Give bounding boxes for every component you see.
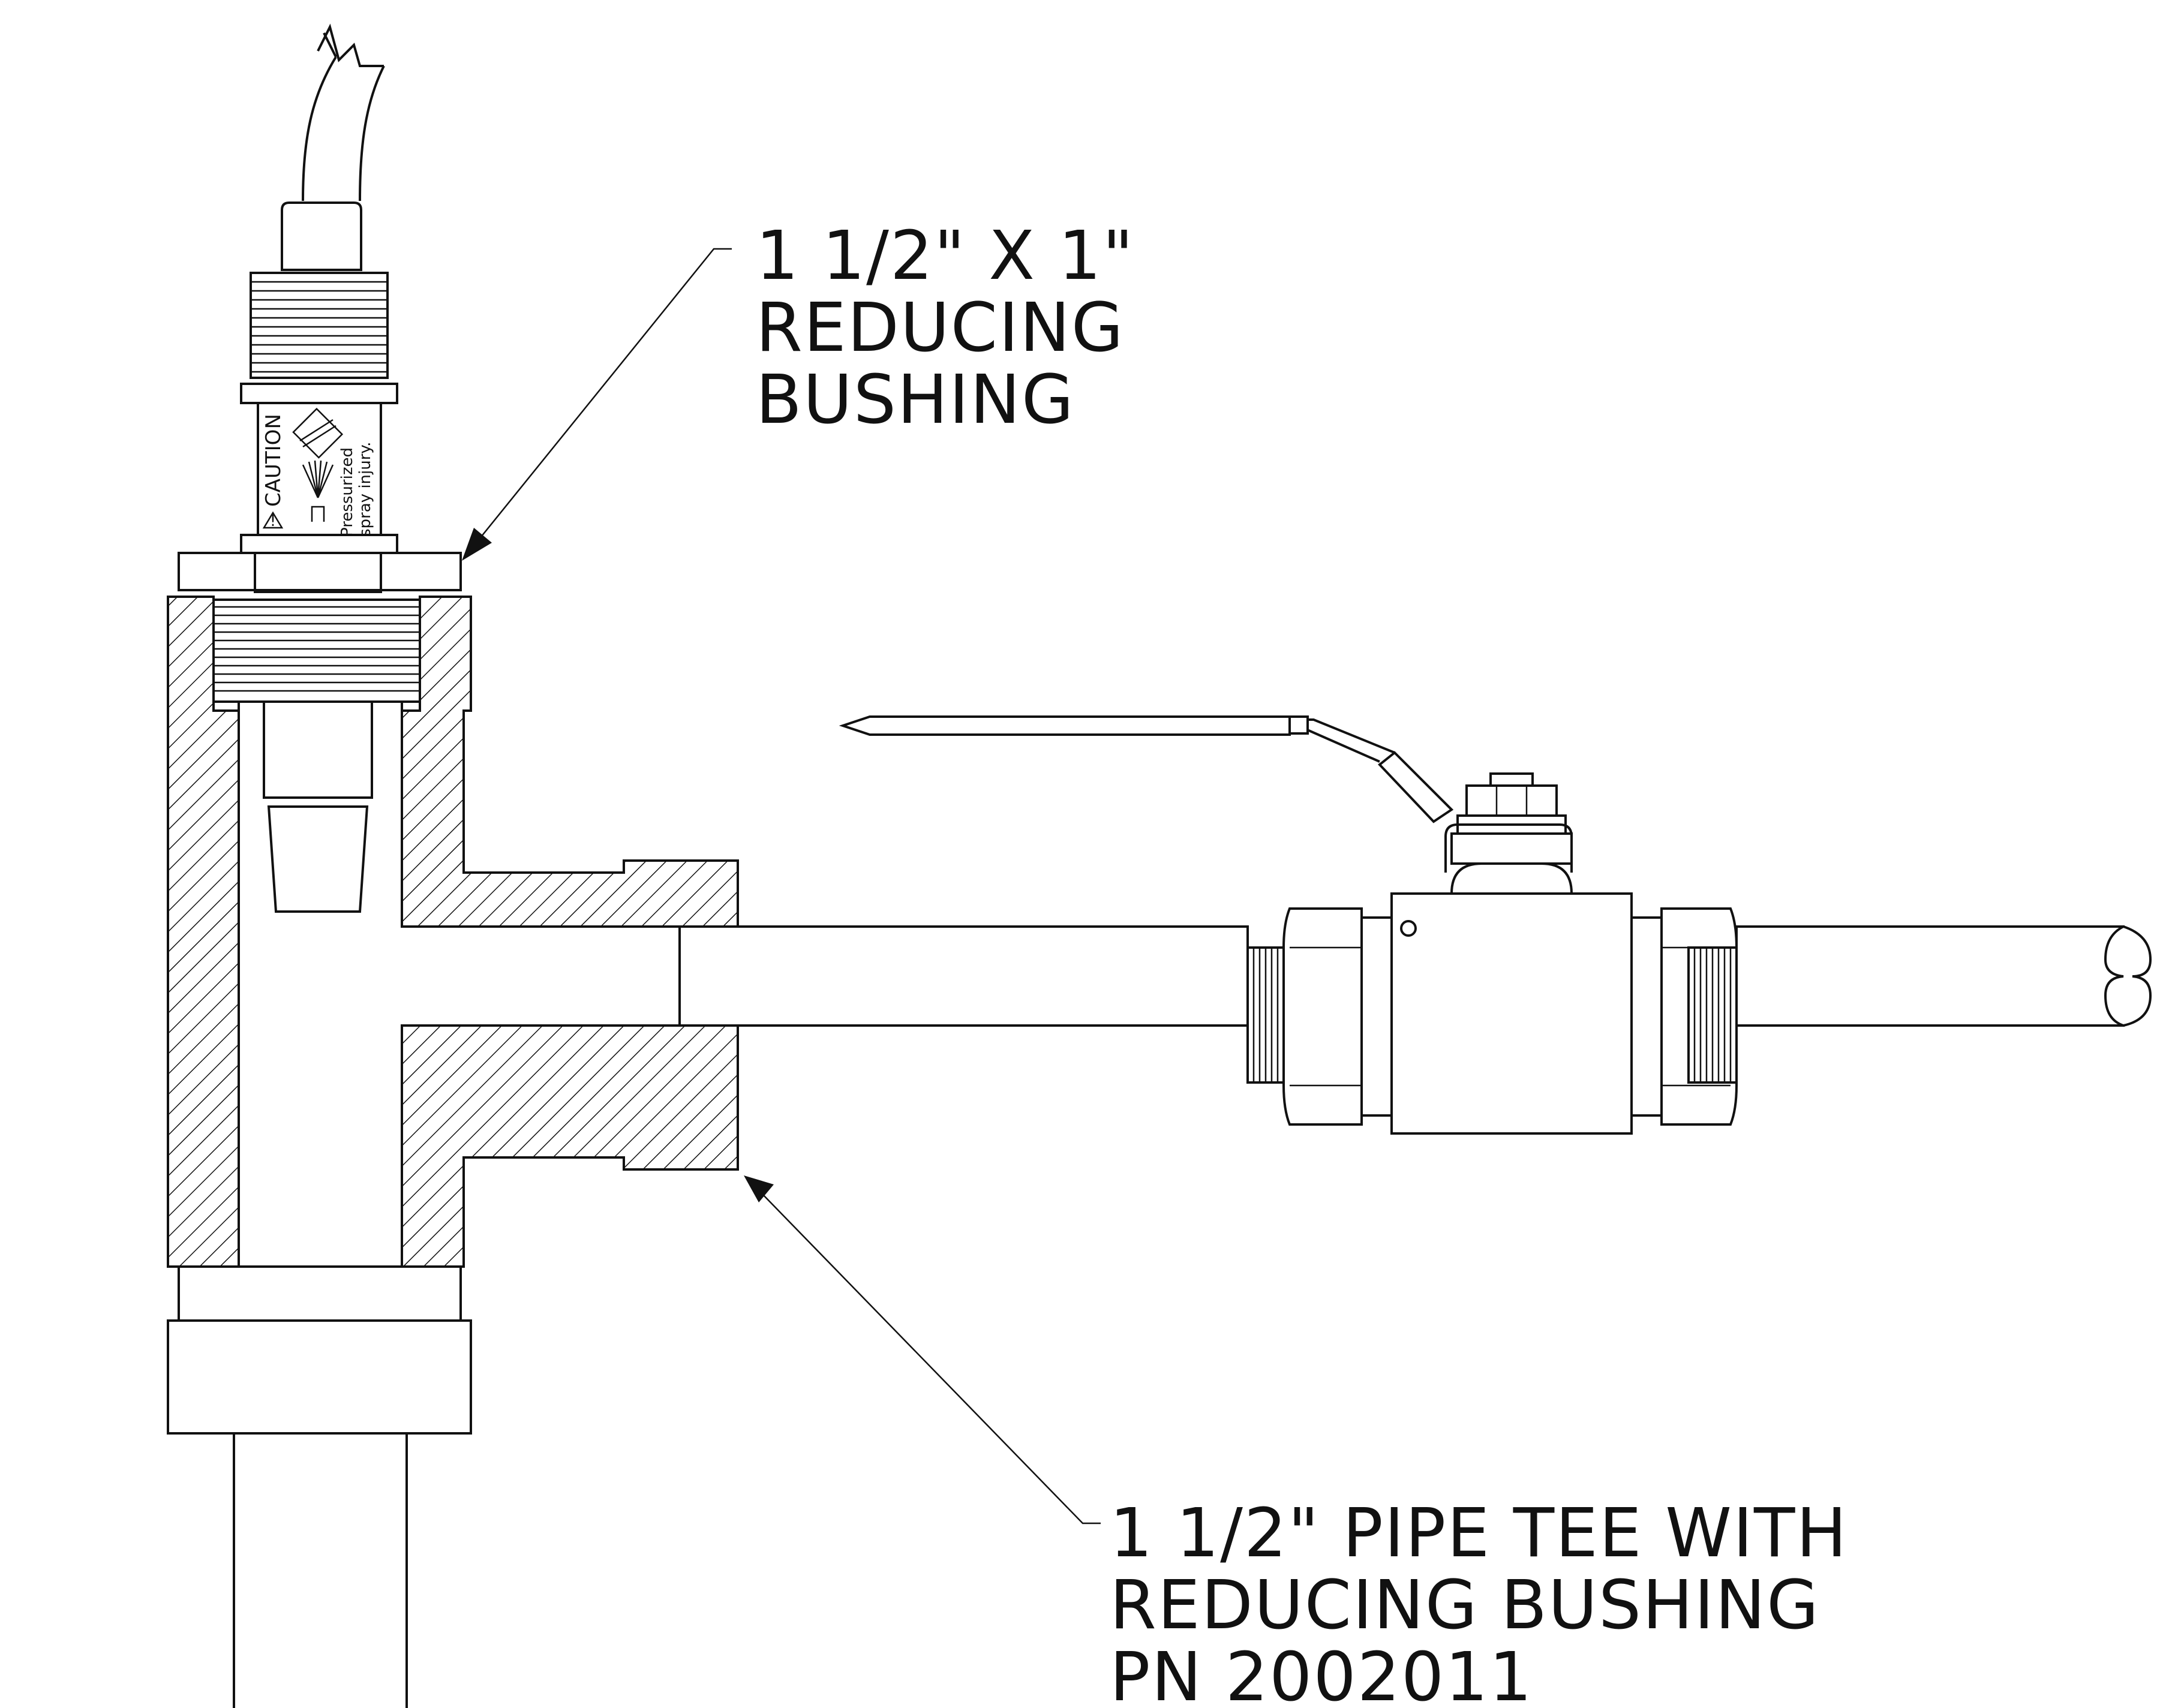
sensor-body: [240, 202, 398, 593]
callout-top: 1 1/2" X 1" REDUCING BUSHING: [756, 217, 1134, 439]
valve-stem-nut: [1465, 784, 1558, 817]
valve-body: [1390, 892, 1633, 1135]
valve-stem-packing: [1450, 832, 1573, 865]
caution-label: ! CAUTION Pressurized spray injury.: [262, 407, 374, 537]
callout-top-line-3: BUSHING: [756, 361, 1075, 439]
sensor-probe: [263, 700, 373, 799]
bushing-flange: [178, 552, 462, 591]
sensor-lower-collar: [240, 534, 398, 554]
valve-handle: [1444, 823, 1573, 873]
callout-bottom: 1 1/2" PIPE TEE WITH REDUCING BUSHING PN…: [1110, 1494, 1848, 1708]
sensor-label-band: [257, 402, 382, 536]
nipple-pipe: [678, 925, 1249, 1027]
sensor-probe-tip: [267, 805, 369, 913]
pipe-break-end: [2104, 925, 2152, 1027]
warning-line-2: spray injury.: [356, 442, 374, 537]
callout-top-leader: [462, 248, 732, 561]
caution-text: CAUTION: [262, 414, 286, 507]
reducing-bushing: [178, 552, 462, 591]
valve-handle-grip: [839, 715, 1291, 736]
svg-text:!: !: [270, 512, 276, 530]
sensor-cable: [302, 23, 385, 202]
bottom-pipe-assembly: [167, 1265, 472, 1708]
warning-line-1: Pressurized: [338, 447, 356, 537]
ball-valve: [839, 715, 1738, 1135]
spray-hazard-icon: [292, 407, 344, 522]
callout-bottom-line-2: REDUCING BUSHING: [1110, 1566, 1820, 1644]
right-pipe: [1735, 925, 2152, 1027]
sensor-thread-lines: [251, 281, 387, 373]
callout-bottom-line-3: PN 2002011: [1110, 1638, 1533, 1708]
callout-top-line-1: 1 1/2" X 1": [756, 217, 1134, 295]
callout-bottom-line-1: 1 1/2" PIPE TEE WITH: [1110, 1494, 1848, 1572]
callout-top-line-2: REDUCING: [756, 289, 1125, 367]
pipe-tee: [167, 596, 739, 1268]
caution-triangle-icon: !: [262, 511, 284, 530]
horizontal-pipe: [678, 925, 1249, 1027]
sensor-upper-collar: [240, 383, 398, 404]
callout-bottom-leader: [744, 1175, 1101, 1524]
bottom-coupling: [167, 1319, 472, 1435]
valve-bonnet: [1450, 862, 1573, 895]
tee-bottom-spigot: [178, 1265, 462, 1322]
valve-left-hex: [1282, 907, 1363, 1126]
